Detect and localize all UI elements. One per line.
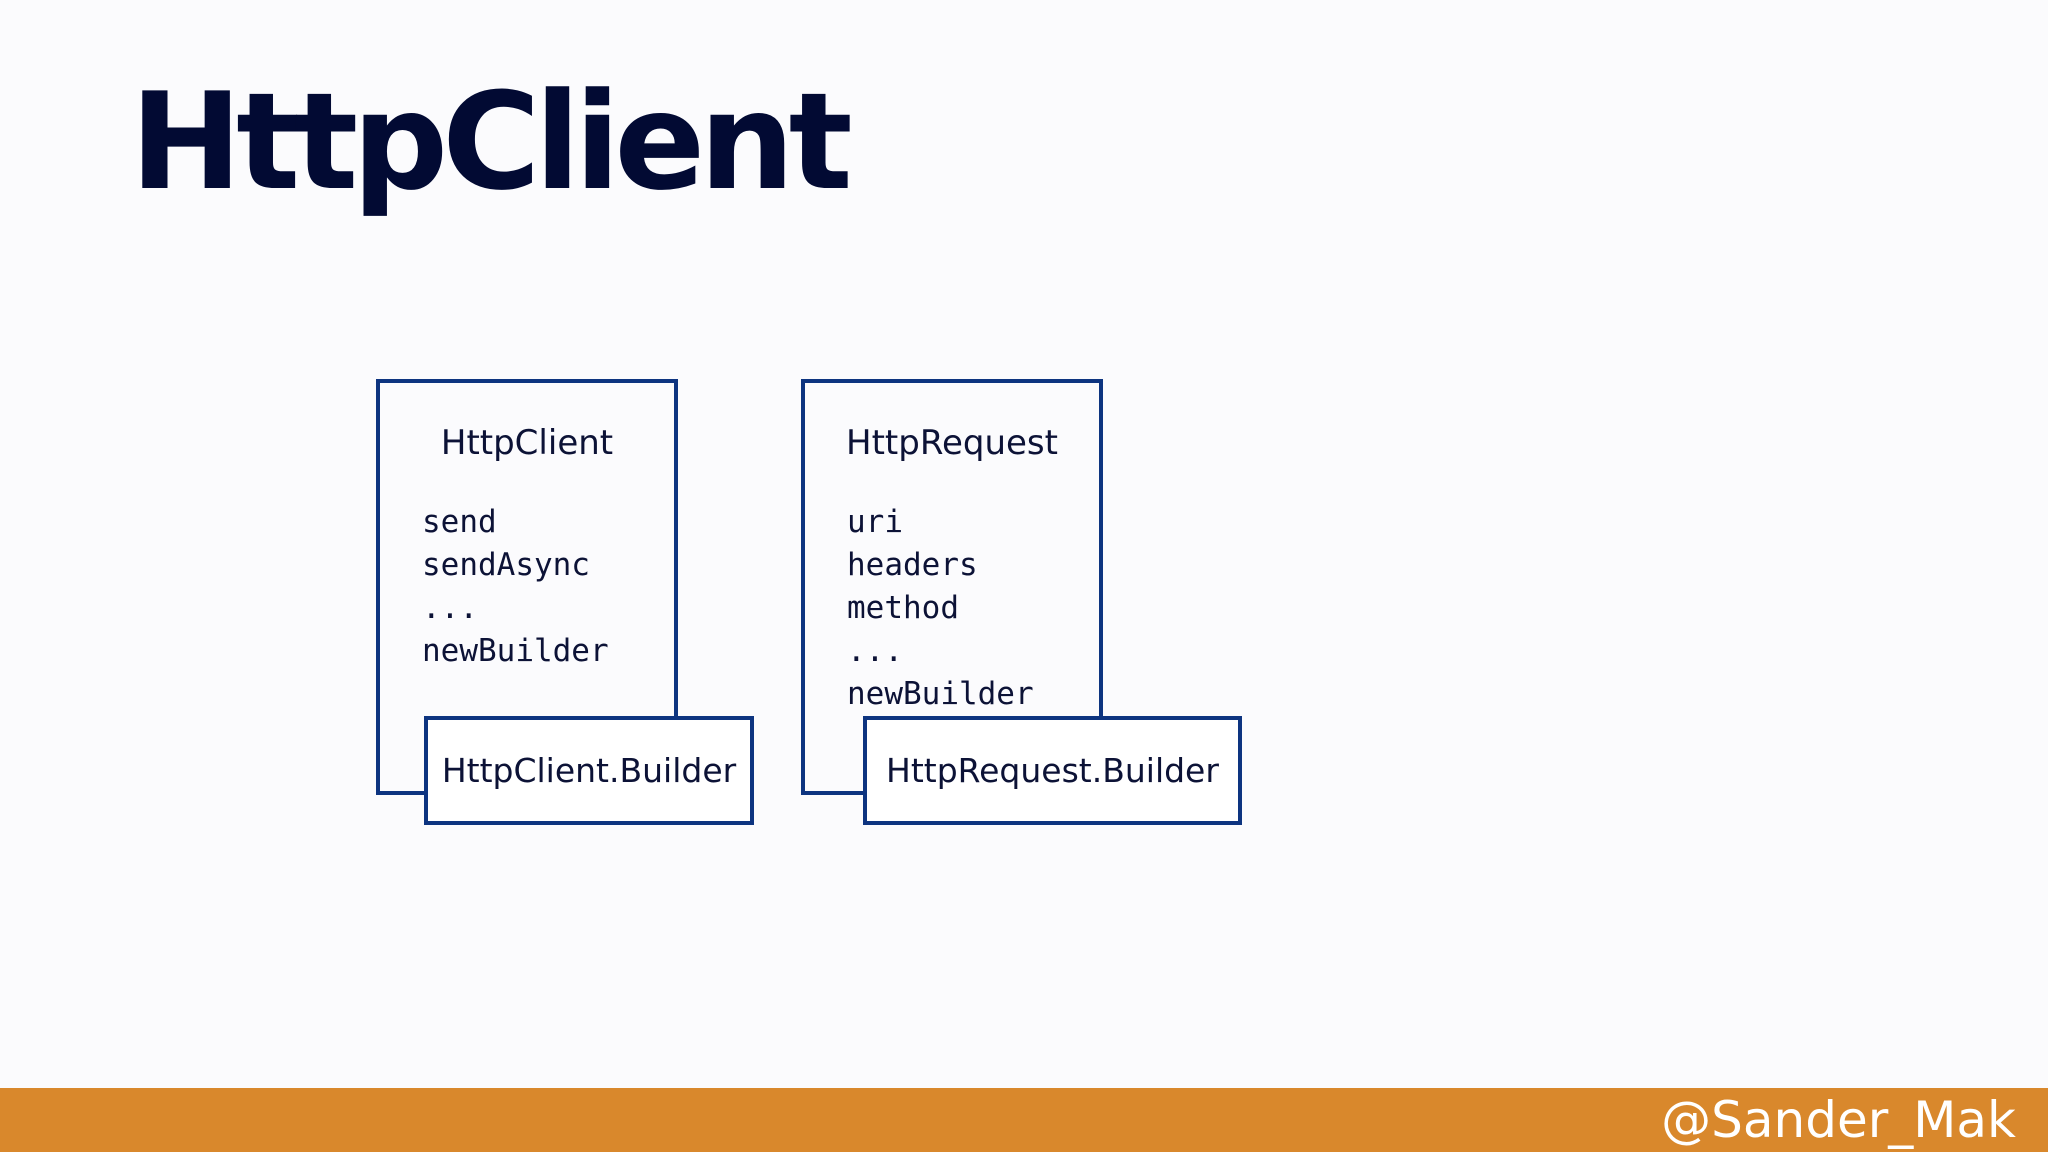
- httprequest-member-ellipsis: ...: [847, 633, 903, 669]
- httprequest-member-method: method: [847, 590, 959, 626]
- httpclient-member-send: send: [422, 504, 497, 540]
- httpclient-builder-box: HttpClient.Builder: [424, 716, 754, 825]
- httprequest-builder-label: HttpRequest.Builder: [886, 751, 1219, 790]
- footer-bar: @Sander_Mak: [0, 1088, 2048, 1152]
- httprequest-member-newbuilder: newBuilder: [847, 676, 1034, 712]
- httpclient-builder-label: HttpClient.Builder: [441, 751, 737, 790]
- httpclient-member-ellipsis: ...: [422, 590, 478, 626]
- slide-title: HttpClient: [130, 64, 853, 220]
- httprequest-builder-box: HttpRequest.Builder: [863, 716, 1242, 825]
- httprequest-class-name: HttpRequest: [846, 423, 1058, 463]
- httprequest-member-headers: headers: [847, 547, 978, 583]
- httpclient-member-sendasync: sendAsync: [422, 547, 590, 583]
- httprequest-member-uri: uri: [847, 504, 903, 540]
- httpclient-class-name: HttpClient: [440, 423, 614, 463]
- httpclient-member-newbuilder: newBuilder: [422, 633, 609, 669]
- author-handle: @Sander_Mak: [1661, 1091, 2016, 1149]
- httpclient-member-list: send sendAsync ... newBuilder: [422, 501, 609, 673]
- httprequest-member-list: uri headers method ... newBuilder: [847, 501, 1034, 716]
